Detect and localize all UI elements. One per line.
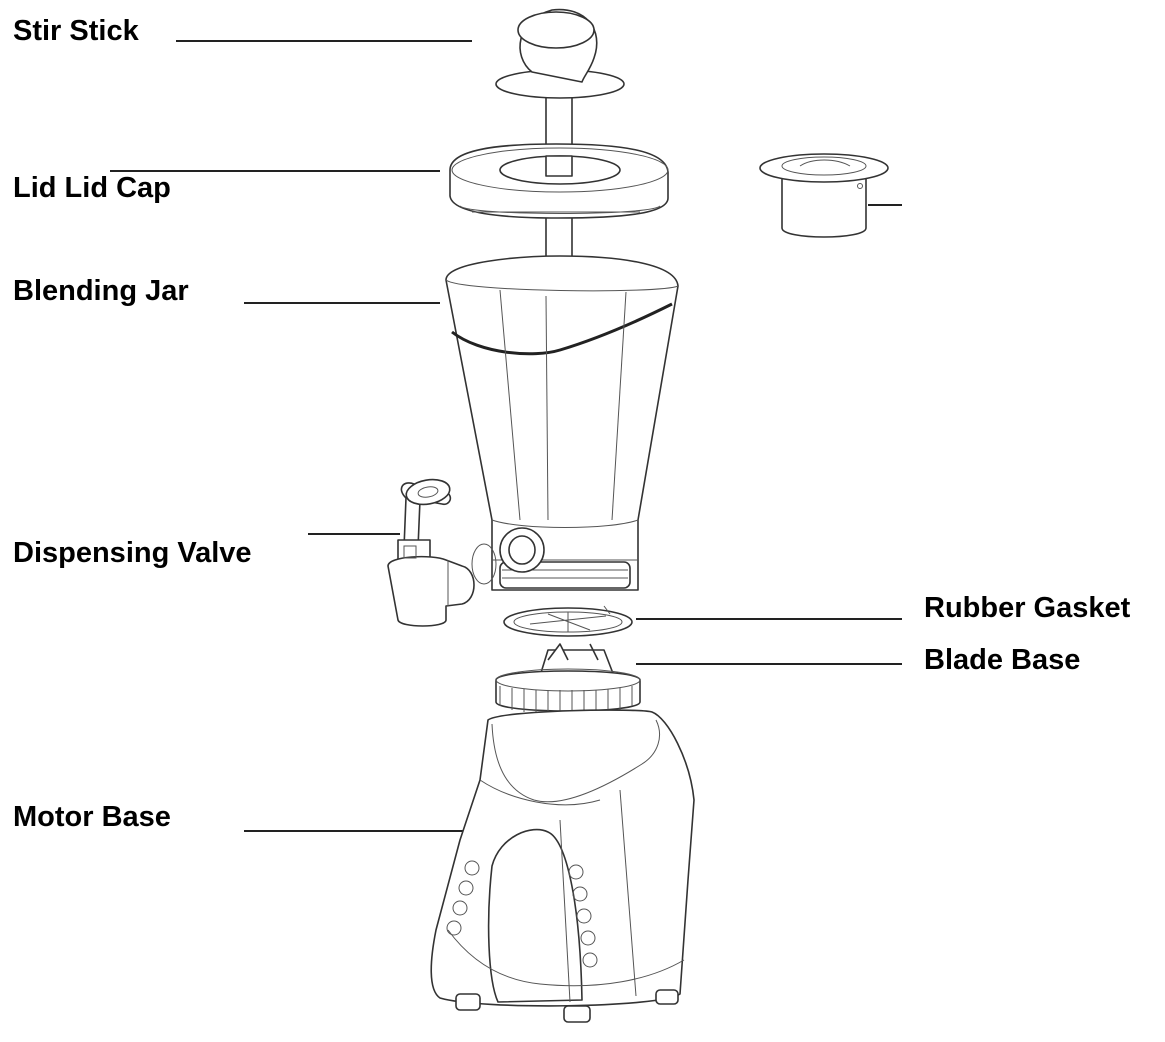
blending-jar-part (445, 255, 679, 621)
label-dispensing-valve: Dispensing Valve (13, 537, 252, 569)
motor-base-part (430, 709, 695, 1023)
dispensing-valve-part (387, 478, 475, 627)
label-lid-lid-cap: Lid Lid Cap (13, 172, 171, 204)
rubber-gasket-part (503, 605, 633, 637)
lid-part (449, 143, 669, 219)
label-rubber-gasket: Rubber Gasket (924, 592, 1131, 624)
spout-connector-part (471, 527, 545, 585)
label-motor-base: Motor Base (13, 801, 171, 833)
label-blade-base: Blade Base (924, 644, 1081, 676)
blade-base-part (495, 643, 641, 714)
label-stir-stick: Stir Stick (13, 15, 139, 47)
lid-cap-part (759, 153, 889, 238)
label-blending-jar: Blending Jar (13, 275, 189, 307)
